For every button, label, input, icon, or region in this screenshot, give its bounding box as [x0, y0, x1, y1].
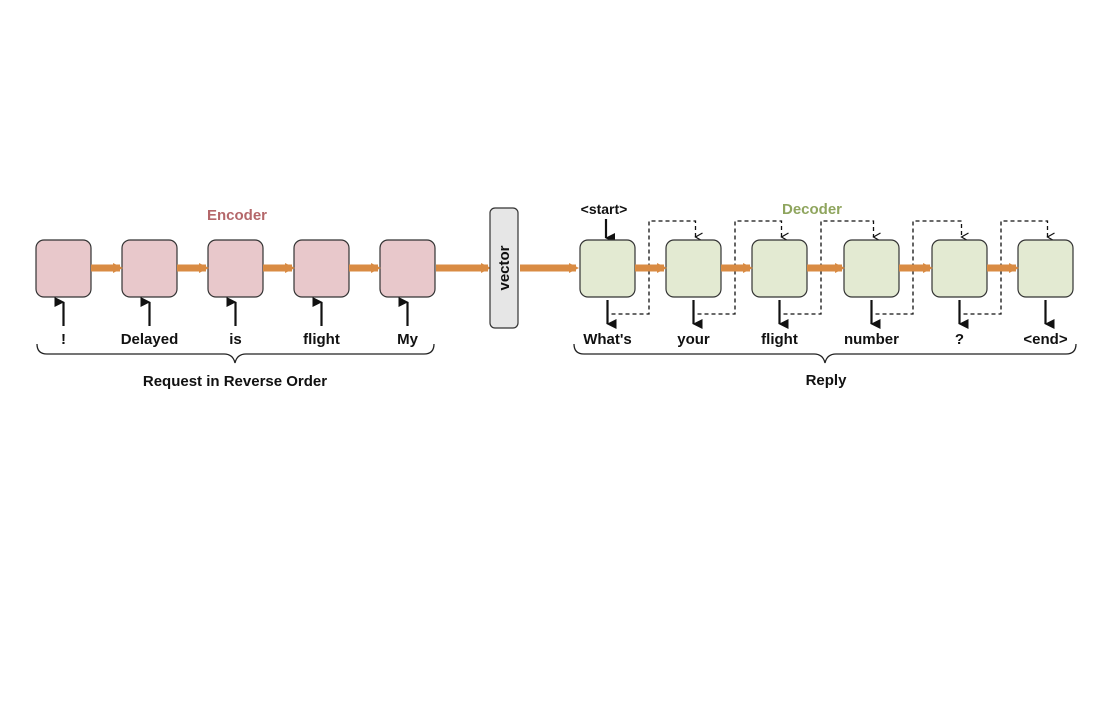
decoder-cell [931, 239, 988, 298]
decoder-output-word: number [844, 331, 899, 348]
encoder-brace [36, 343, 435, 364]
decoder-section: Decoder <start> What's your flight number? <… [573, 201, 1077, 389]
vector-label: vector [496, 245, 513, 290]
decoder-output-word: flight [761, 331, 798, 348]
decoder-cell [665, 239, 722, 298]
encoder-input-word: ! [61, 331, 66, 348]
encoder-input-word: Delayed [121, 331, 179, 348]
decoder-cell [843, 239, 900, 298]
context-vector: vector [436, 207, 579, 329]
encoder-input-words: ! Delayed is flight My [61, 331, 419, 348]
decoder-output-word: <end> [1023, 331, 1067, 348]
decoder-group-label: Reply [806, 372, 848, 389]
decoder-output-word: ? [955, 331, 964, 348]
encoder-cell [379, 239, 436, 298]
decoder-feedback-loop [963, 220, 1048, 315]
decoder-output-word: your [677, 331, 710, 348]
encoder-group-label: Request in Reverse Order [143, 373, 327, 390]
decoder-feedback-loop [611, 220, 696, 315]
decoder-output-words: What's your flight number? <end> [583, 331, 1068, 348]
encoder-input-word: My [397, 331, 418, 348]
decoder-cell [1017, 239, 1074, 298]
decoder-feedback-loop [875, 220, 962, 315]
decoder-brace [573, 343, 1077, 364]
encoder-section: Encoder ! Delayed is flight My Request in Re… [35, 207, 436, 390]
encoder-cell [293, 239, 350, 298]
encoder-cell [121, 239, 178, 298]
decoder-output-arrows [606, 300, 1055, 329]
encoder-cell [207, 239, 264, 298]
decoder-cell [579, 239, 636, 298]
decoder-cell [751, 239, 808, 298]
decoder-title: Decoder [782, 201, 842, 218]
encoder-input-arrows [54, 297, 409, 326]
decoder-feedback-loop [783, 220, 874, 315]
decoder-feedback-loop [697, 220, 782, 315]
encoder-input-word: flight [303, 331, 340, 348]
encoder-title: Encoder [207, 207, 267, 224]
vector-box [489, 207, 519, 329]
decoder-output-word: What's [583, 331, 632, 348]
start-token: <start> [581, 201, 628, 217]
decoder-feedback-loops [611, 220, 1048, 315]
encoder-input-word: is [229, 331, 242, 348]
encoder-cell [35, 239, 92, 298]
